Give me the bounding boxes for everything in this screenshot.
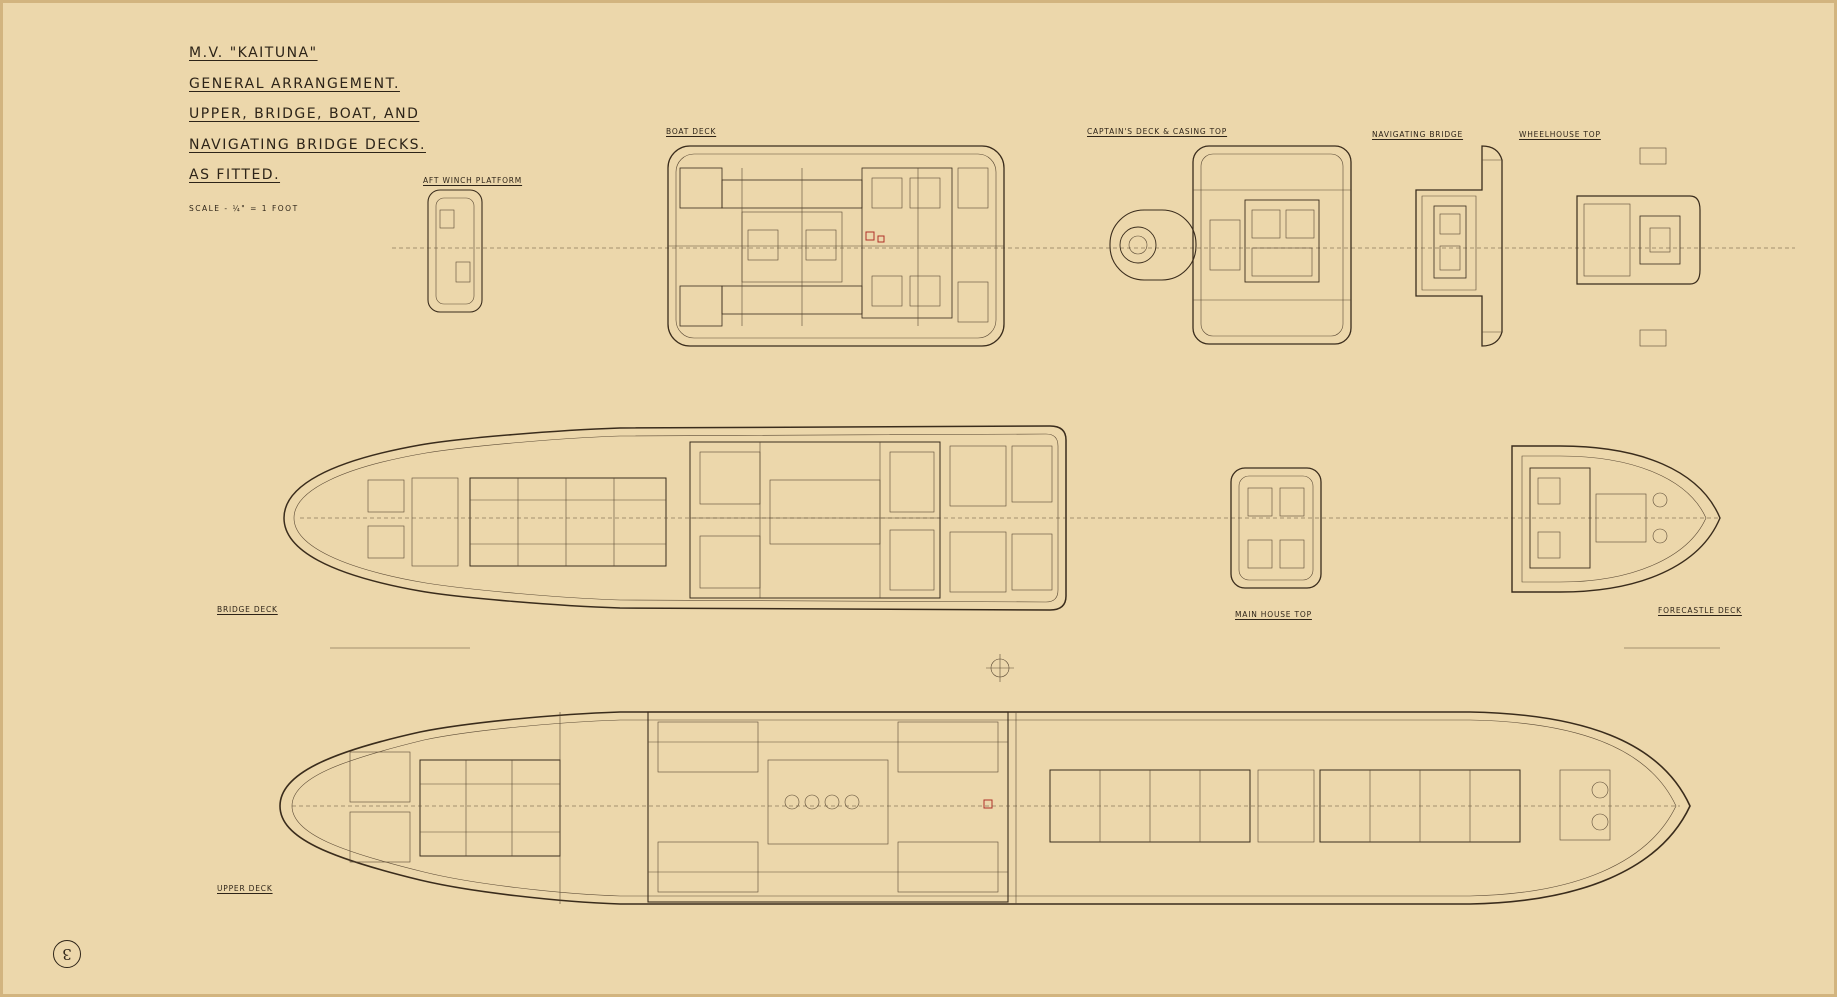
main-house-top-plan [1230, 467, 1322, 589]
register-mark [986, 654, 1014, 682]
title-as-fitted: AS FITTED. [189, 167, 281, 183]
label-main-house-top: MAIN HOUSE TOP [1235, 610, 1312, 619]
captains-deck-plan [1109, 145, 1352, 345]
label-captains-deck: CAPTAIN'S DECK & CASING TOP [1087, 127, 1228, 136]
label-upper-deck: UPPER DECK [217, 884, 273, 893]
navigating-bridge-plan [1415, 145, 1503, 347]
label-navigating-bridge: NAVIGATING BRIDGE [1372, 130, 1464, 139]
title-general-arrangement: GENERAL ARRANGEMENT. [189, 75, 400, 92]
label-aft-winch-platform: AFT WINCH PLATFORM [423, 176, 523, 185]
label-bridge-deck: BRIDGE DECK [217, 605, 278, 614]
forecastle-deck-plan [1511, 445, 1721, 593]
drawing-scale: SCALE - ¼" = 1 FOOT [189, 203, 299, 213]
label-wheelhouse-top: WHEELHOUSE TOP [1519, 130, 1601, 139]
ship-name: M.V. "KAITUNA" [189, 45, 318, 61]
upper-deck-plan [279, 711, 1691, 905]
label-forecastle-deck: FORECASTLE DECK [1658, 606, 1742, 615]
label-boat-deck: BOAT DECK [666, 127, 717, 136]
title-block: M.V. "KAITUNA" GENERAL ARRANGEMENT. UPPE… [189, 45, 426, 213]
title-decks-line-1: UPPER, BRIDGE, BOAT, AND [189, 106, 420, 122]
bridge-deck-plan [283, 425, 1720, 611]
sheet-number: 3 [53, 940, 81, 968]
boat-deck-plan [667, 145, 1005, 347]
title-decks-line-2: NAVIGATING BRIDGE DECKS. [189, 136, 426, 153]
wheelhouse-top-plan [1576, 147, 1701, 347]
aft-winch-platform-plan [392, 189, 1795, 313]
